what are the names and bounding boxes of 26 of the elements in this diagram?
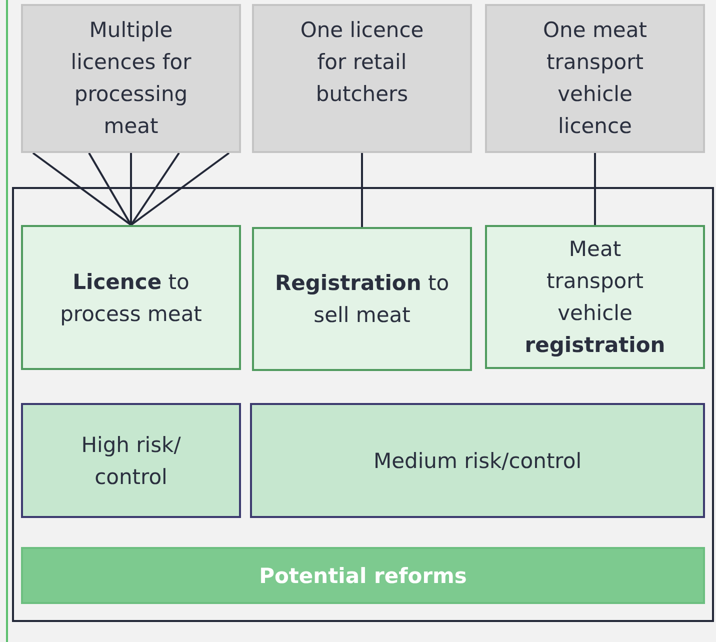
node-text: Licence to process meat — [59, 268, 203, 328]
licence-box — [485, 4, 705, 153]
node-text: One meat transport vehicle licence — [542, 17, 648, 140]
licence-box — [252, 4, 472, 153]
registration-box — [21, 225, 241, 370]
registration-box — [252, 227, 472, 371]
node-text: Registration to sell meat — [274, 270, 450, 329]
connector-line — [32, 152, 132, 226]
connector-line — [130, 152, 180, 226]
connector-line — [594, 153, 596, 225]
risk-box — [21, 403, 241, 518]
reforms-bar — [21, 547, 705, 604]
group-frame — [12, 187, 714, 622]
licence-box — [21, 4, 241, 153]
node-text: Potential reforms — [259, 562, 467, 590]
connector-line — [130, 153, 132, 225]
node-text: Medium risk/control — [373, 448, 582, 474]
node-text: Multiple licences for processing meat — [70, 17, 192, 140]
risk-box — [250, 403, 705, 518]
node-text: Meat transport vehicle registration — [524, 236, 666, 359]
registration-box — [485, 225, 705, 369]
connector-line — [361, 153, 363, 227]
node-text: High risk/ control — [80, 432, 182, 490]
node-text: One licence for retail butchers — [299, 17, 425, 108]
connector-line — [88, 152, 132, 226]
connector-line — [130, 152, 230, 226]
